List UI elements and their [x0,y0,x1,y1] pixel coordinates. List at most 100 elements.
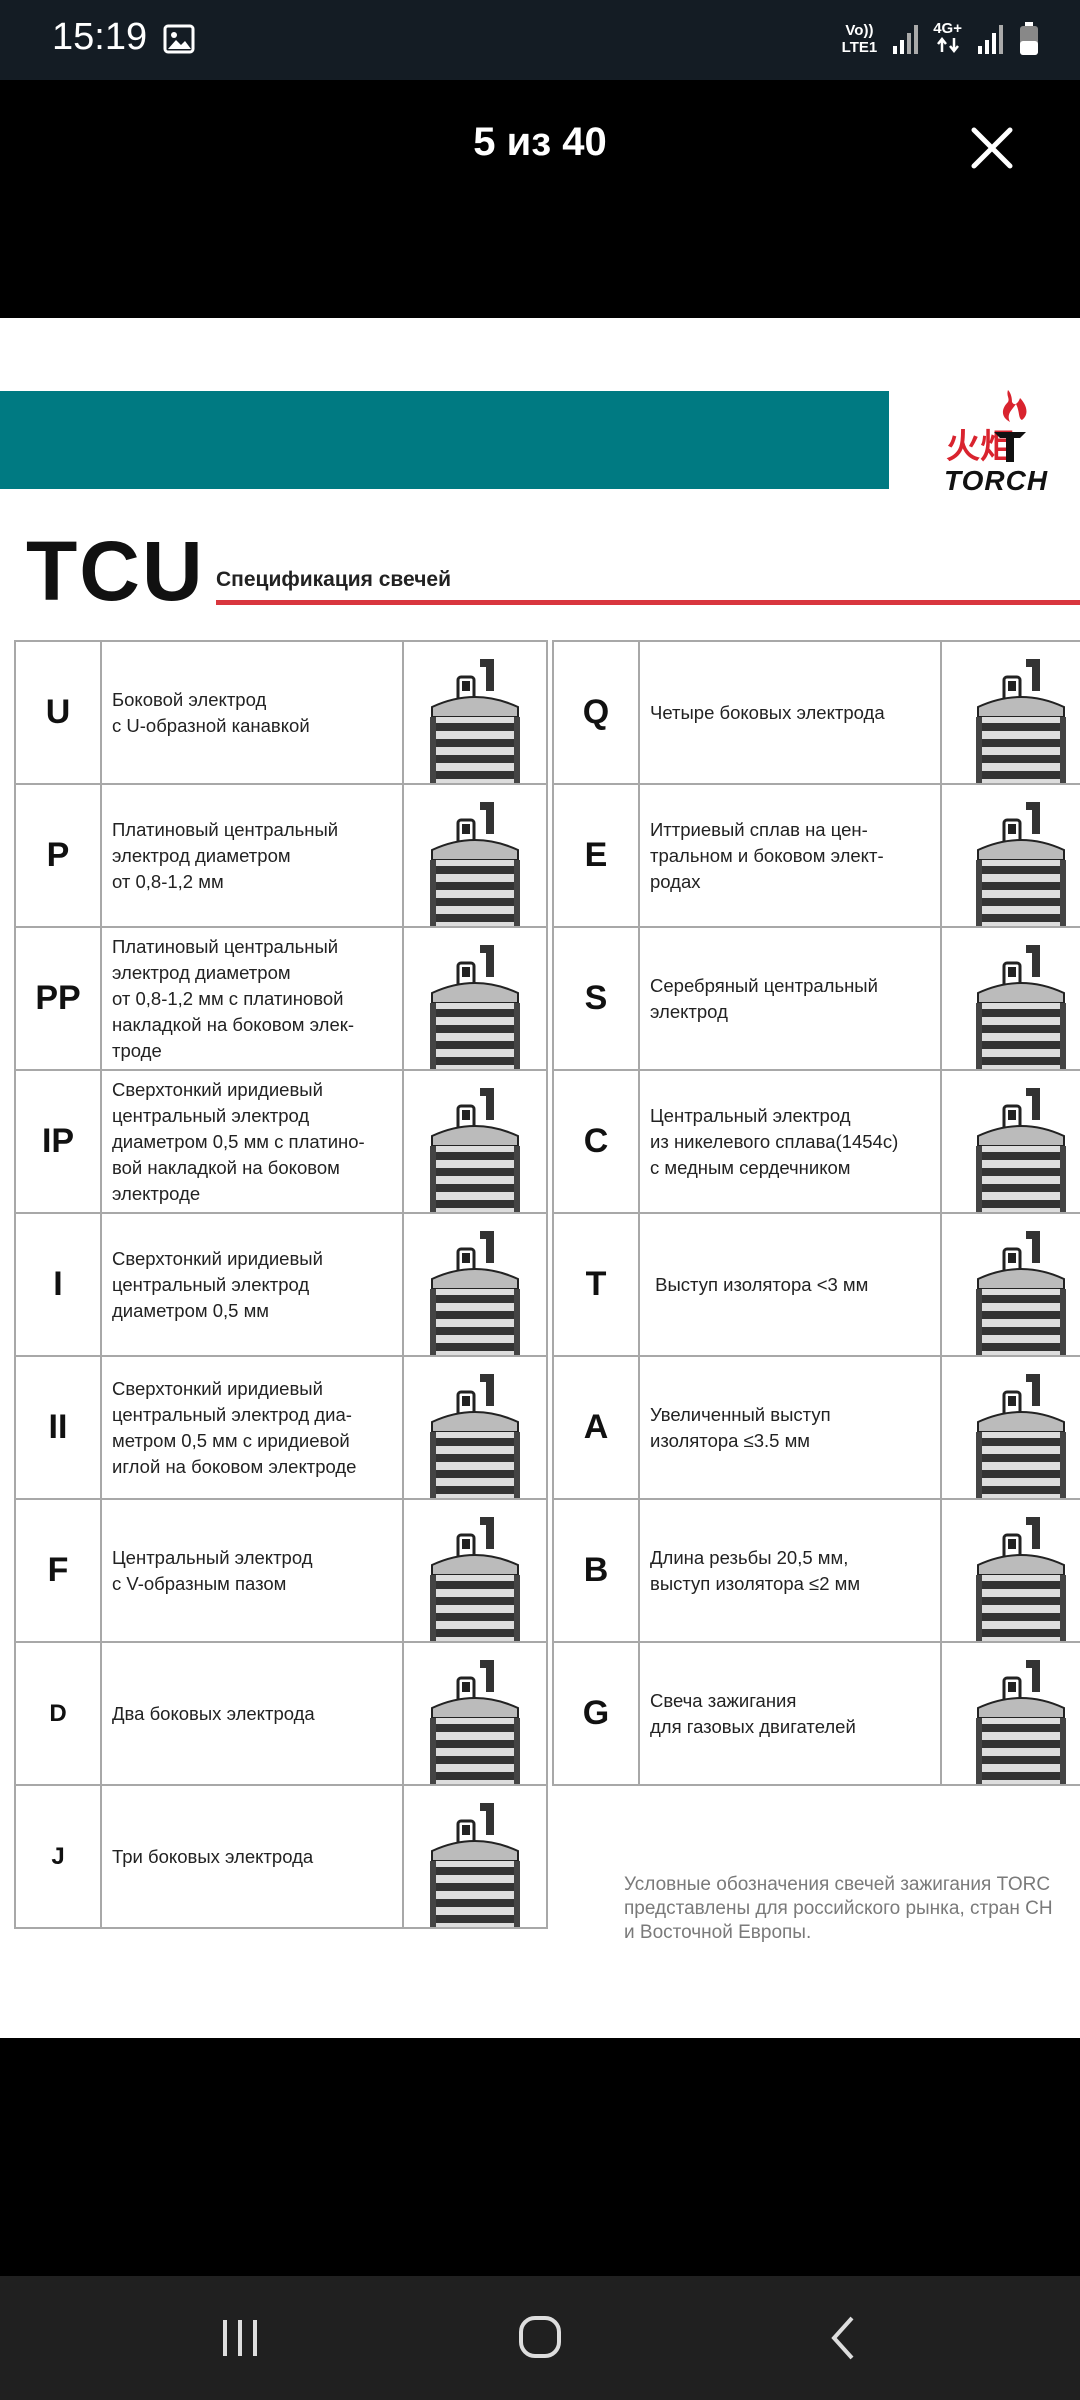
spark-plug-icon [430,802,520,925]
nav-bar [0,2276,1080,2400]
plug-image-cell [402,926,548,1071]
image-counter: 5 из 40 [473,120,607,164]
description-line: Сверхтонкий иридиевый [112,1377,323,1399]
description-line: изолятора ≤3.5 мм [650,1429,811,1451]
battery-icon [1020,21,1038,55]
spark-plug-icon [976,1231,1066,1354]
back-icon[interactable] [808,2306,878,2370]
code-cell: A [552,1355,640,1500]
logo-text: TORCH [944,465,1049,496]
description-line: иглой на боковом электроде [112,1455,357,1477]
description-cell: Боковой электрод с U-образной канавкой [100,640,404,785]
description-line: Три боковых электрода [112,1845,314,1867]
code-cell: Q [552,640,640,785]
description-line: электроде [112,1182,201,1204]
spec-subtitle: Спецификация свечей [216,568,451,591]
description-line: выступ изолятора ≤2 мм [650,1572,861,1594]
spark-plug-icon [976,1517,1066,1640]
description-line: центральный электрод диа- [112,1403,352,1425]
description-cell: Длина резьбы 20,5 мм,выступ изолятора ≤2… [638,1498,942,1643]
code-cell: U [14,640,102,785]
plug-image-cell [402,1498,548,1643]
code-cell: C [552,1069,640,1214]
table-row: P Платиновый центральный электрод диаметро… [14,783,548,928]
code-cell: IP [14,1069,102,1214]
home-icon[interactable] [505,2306,575,2370]
spark-plug-icon [976,1088,1066,1211]
spark-plug-icon [430,1088,520,1211]
description-line: Боковой электрод [112,688,267,710]
description-line: от 0,8-1,2 мм с платиновой [112,987,344,1009]
gallery-icon [163,24,195,54]
signal-icon-2 [978,24,1003,54]
description-cell: Центральный электрод с V-образным пазом [100,1498,404,1643]
spark-plug-icon [430,659,520,782]
description-line: с V-образным пазом [112,1572,287,1594]
description-cell: Выступ изолятора <3 мм [638,1212,942,1357]
description-line: Иттриевый сплав на цен- [650,818,868,840]
description-line: Платиновый центральный [112,935,339,957]
torch-logo-icon: 火炬 [946,390,1027,467]
description-cell: Иттриевый сплав на цен-тральном и боково… [638,783,942,928]
tcu-title: TCU [26,524,205,618]
code-cell: G [552,1641,640,1786]
spark-plug-icon [430,1660,520,1783]
plug-image-cell [940,1355,1080,1500]
description-line: Платиновый центральный [112,818,339,840]
code-cell: J [14,1784,102,1929]
description-cell: Сверхтонкий иридиевый центральный электро… [100,1355,404,1500]
plug-image-cell [940,1069,1080,1214]
spark-plug-icon [430,1517,520,1640]
spark-plug-icon [976,659,1066,782]
recents-icon[interactable] [205,2306,275,2370]
description-line: диаметром 0,5 мм [112,1299,270,1321]
description-line: Серебряный центральный [650,974,878,996]
spark-plug-icon [430,1374,520,1497]
plug-image-cell [402,1212,548,1357]
teal-band [0,391,889,489]
network-label-2: 4G+ [933,20,962,57]
description-line: родах [650,870,701,892]
red-divider [216,600,1080,605]
plug-image-cell [940,1212,1080,1357]
description-line: для газовых двигателей [650,1715,856,1737]
plug-image-cell [402,783,548,928]
table-row: T Выступ изолятора <3 мм [552,1212,1080,1357]
description-line: Четыре боковых электрода [650,701,885,723]
plug-image-cell [402,1355,548,1500]
description-cell: Два боковых электрода [100,1641,404,1786]
description-line: центральный электрод [112,1104,310,1126]
description-line: Центральный электрод [112,1546,313,1568]
spark-plug-icon [976,802,1066,925]
code-cell: I [14,1212,102,1357]
plug-image-cell [402,1784,548,1929]
description-line: электрод диаметром [112,844,291,866]
description-line: метром 0,5 мм с иридиевой [112,1429,350,1451]
description-line: Центральный электрод [650,1104,851,1126]
code-cell: P [14,783,102,928]
status-icons: Vo)) LTE1 4G+ [842,20,1040,57]
plug-image-cell [402,1641,548,1786]
spark-plug-icon [976,1660,1066,1783]
code-cell: F [14,1498,102,1643]
description-line: с U-образной канавкой [112,714,310,736]
viewer-header: 5 из 40 [0,80,1080,318]
close-icon[interactable] [964,120,1020,176]
